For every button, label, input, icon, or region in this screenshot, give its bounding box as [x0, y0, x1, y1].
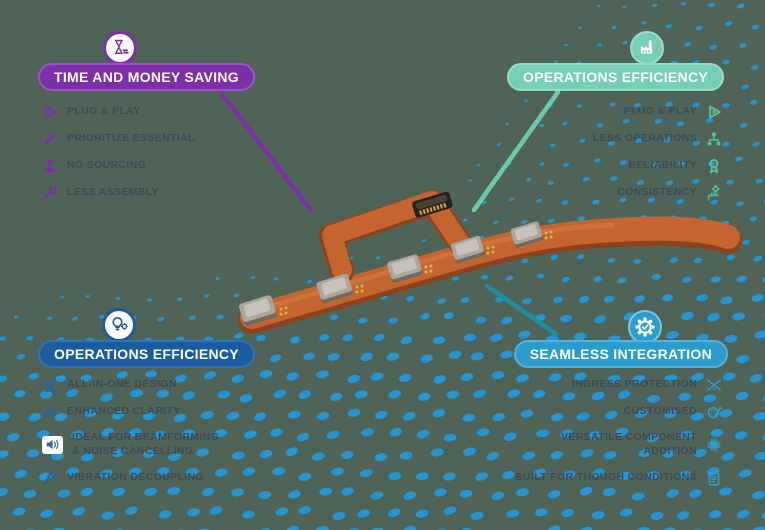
branches-drop-icon: [706, 377, 722, 393]
gear-check-icon: [628, 310, 662, 344]
hand-bars-icon: [706, 185, 722, 201]
list-item: VIBRATION DECOUPLING: [42, 469, 230, 486]
item-label: INGRESS PROTECTION: [571, 378, 697, 391]
workflow-icon: [706, 131, 722, 147]
item-label: RELIABILITY: [628, 159, 697, 172]
section-title-time-money: TIME AND MONEY SAVING: [38, 63, 255, 91]
pcb-connector: [412, 191, 453, 218]
time-money-item-list: PLUG & PLAY PRIORITIZE ESSENTIAL NO SOUR…: [42, 104, 195, 201]
list-item: CONSISTENCY: [617, 185, 722, 201]
play-icon: [706, 104, 722, 120]
list-item: IDEAL FOR BEAMFORMING & NOISE CANCELLING: [42, 431, 230, 459]
purple-connector-line: [219, 91, 313, 212]
factory-icon: [630, 31, 664, 65]
seamless-integration-item-list: INGRESS PROTECTION CUSTOMISED VERSATILE …: [515, 377, 722, 486]
lightbulb-icon: [102, 308, 136, 342]
operations-efficiency-top-item-list: PLUG & PLAY LESS OPERATIONS RELIABILITY …: [593, 104, 722, 201]
list-item: PLUG & PLAY: [624, 104, 722, 120]
award-icon: [42, 377, 58, 393]
section-title-operations-efficiency-bottom: OPERATIONS EFFICIENCY: [38, 340, 255, 368]
item-label: PLUG & PLAY: [623, 105, 697, 118]
award-icon: [706, 158, 722, 174]
item-label: BUILT FOR THOUGH CONDITIONS: [515, 470, 697, 483]
item-label: ENHANCED CLARITY: [67, 405, 181, 418]
section-title-seamless-integration: SEAMLESS INTEGRATION: [513, 340, 728, 368]
person-icon: [42, 158, 58, 174]
item-label: CONSISTENCY: [617, 186, 697, 199]
list-item: ALL-IN-ONE DESIGN: [42, 377, 230, 393]
item-label: NO SOURCING: [67, 159, 147, 172]
section-title-operations-efficiency-top: OPERATIONS EFFICIENCY: [507, 63, 724, 91]
operations-efficiency-bottom-item-list: ALL-IN-ONE DESIGN ENHANCED CLARITY IDEAL…: [42, 377, 230, 486]
list-item: INGRESS PROTECTION: [572, 377, 722, 393]
hourglass-money-icon: [103, 31, 137, 65]
item-label: PLUG & PLAY: [67, 105, 141, 118]
mic-component: [238, 221, 544, 326]
mint-connector-line: [471, 89, 561, 213]
item-label: PRIORITIZE ESSENTIAL: [67, 132, 195, 145]
item-label: VERSATILE COMPONENT ADDITION: [561, 431, 697, 457]
list-item: BUILT FOR THOUGH CONDITIONS: [515, 470, 722, 486]
spring-icon: [42, 469, 58, 486]
solder-pads: [279, 230, 553, 316]
list-item: VERSATILE COMPONENT ADDITION: [539, 431, 722, 459]
list-item: LESS ASSEMBLY: [42, 185, 195, 201]
item-label: LESS ASSEMBLY: [67, 186, 159, 199]
wrench-icon: [42, 185, 58, 201]
list-item: CUSTOMISED: [624, 404, 722, 420]
pen-icon: [42, 131, 58, 147]
list-item: RELIABILITY: [628, 158, 722, 174]
item-label: VIBRATION DECOUPLING: [67, 470, 204, 483]
teal-connector-line: [484, 283, 559, 337]
list-item: ENHANCED CLARITY: [42, 404, 230, 420]
flexible-pcb-graphic: [238, 191, 742, 334]
item-label: ALL-IN-ONE DESIGN: [67, 378, 177, 391]
list-item: NO SOURCING: [42, 158, 195, 174]
item-label: CUSTOMISED: [623, 405, 697, 418]
palette-icon: [706, 404, 722, 420]
list-item: LESS OPERATIONS: [593, 131, 722, 147]
list-item: PRIORITIZE ESSENTIAL: [42, 131, 195, 147]
clipboard-icon: [706, 470, 722, 486]
chip-icon: [706, 437, 722, 453]
list-item: PLUG & PLAY: [42, 104, 195, 120]
soundwave-icon: [42, 404, 58, 420]
connector-lines: [219, 89, 561, 337]
item-label: IDEAL FOR BEAMFORMING & NOISE CANCELLING: [72, 431, 220, 457]
item-label: LESS OPERATIONS: [592, 132, 697, 145]
play-icon: [42, 104, 58, 120]
speaker-icon: [42, 435, 63, 454]
